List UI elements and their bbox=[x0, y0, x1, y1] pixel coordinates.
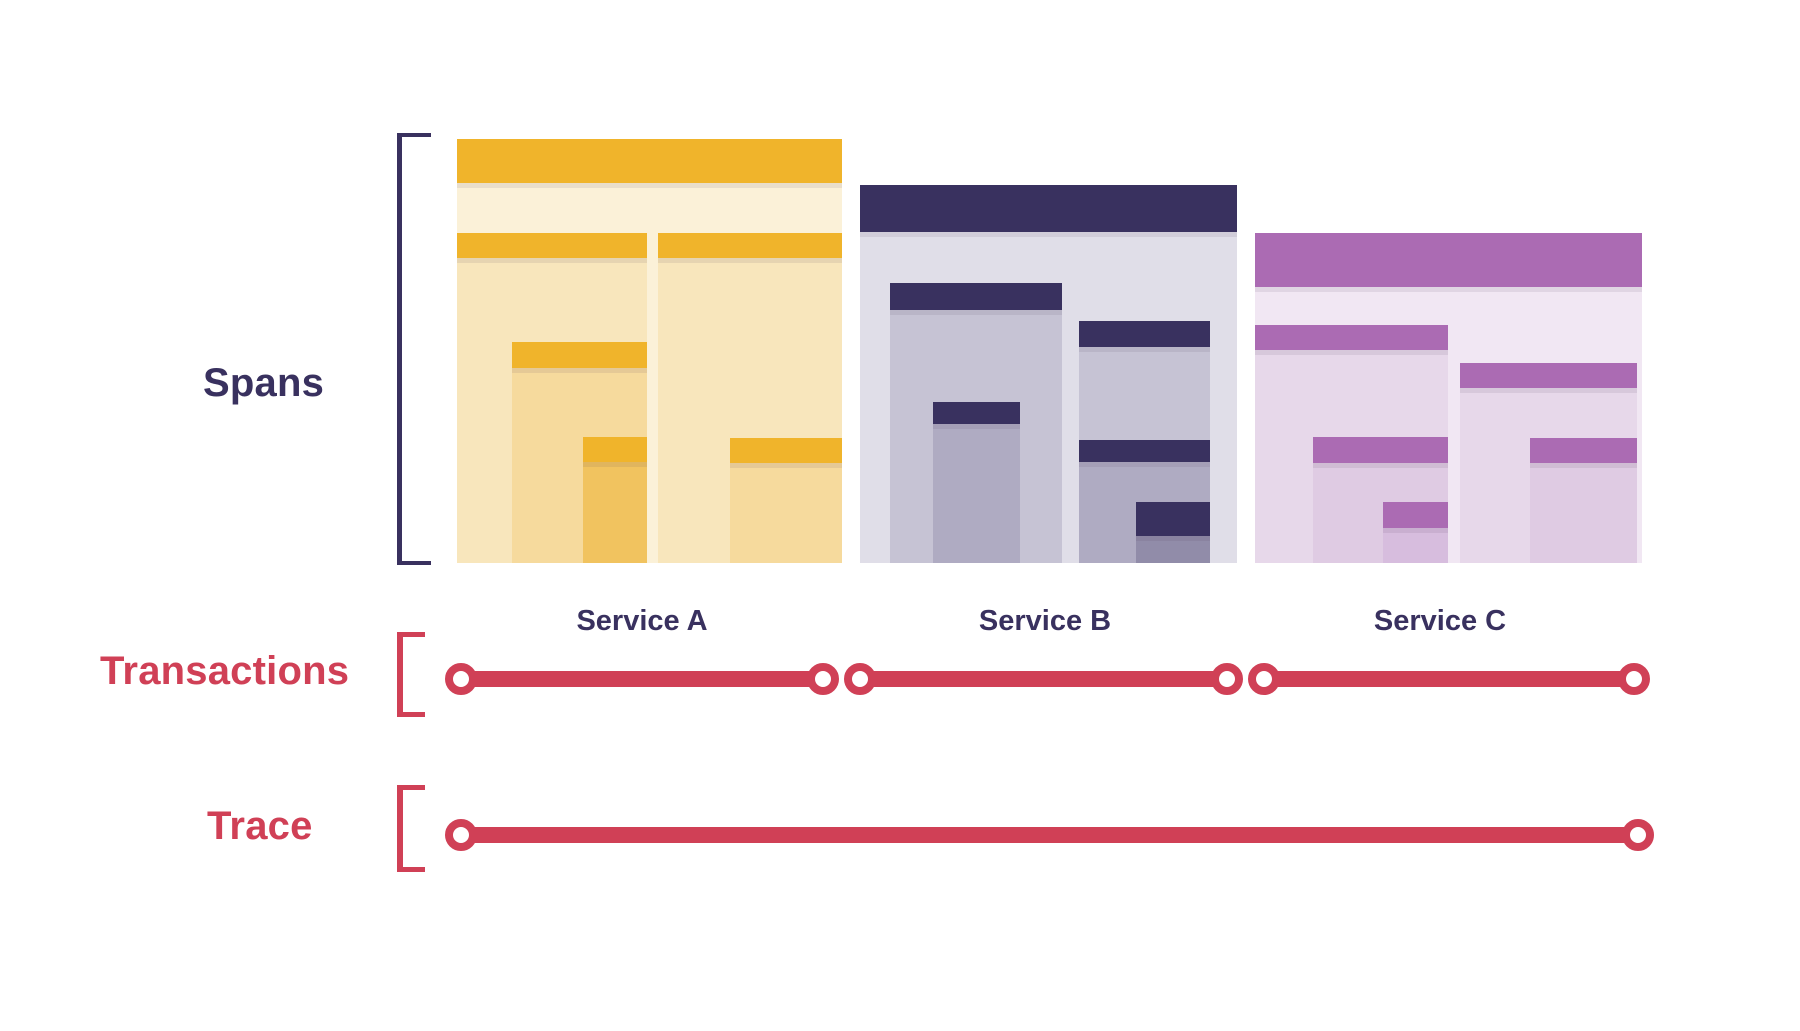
transaction-start-circle bbox=[445, 663, 477, 695]
service-c-label: Service C bbox=[1373, 605, 1507, 637]
span-bar bbox=[1460, 363, 1637, 388]
spans-label: Spans bbox=[203, 361, 325, 405]
transaction-end-circle bbox=[807, 663, 839, 695]
span-body bbox=[933, 424, 1020, 563]
transaction-start-circle bbox=[1248, 663, 1280, 695]
span-bar bbox=[890, 283, 1062, 310]
transactions-label: Transactions bbox=[100, 649, 350, 693]
span-bar bbox=[1079, 440, 1210, 462]
span-bar bbox=[1530, 438, 1637, 463]
span-bar bbox=[512, 342, 647, 368]
transactions-bracket bbox=[397, 632, 425, 717]
span-bar bbox=[457, 139, 842, 183]
transaction-start-circle bbox=[844, 663, 876, 695]
transaction-end-circle bbox=[1211, 663, 1243, 695]
trace-start-circle bbox=[445, 819, 477, 851]
span-bar bbox=[1255, 325, 1448, 350]
span-bar bbox=[1383, 502, 1448, 528]
span-bar bbox=[730, 438, 842, 463]
trace-bracket bbox=[397, 785, 425, 872]
span-body bbox=[583, 462, 647, 563]
span-bar bbox=[1079, 321, 1210, 347]
trace-end-circle bbox=[1622, 819, 1654, 851]
span-body bbox=[1383, 528, 1448, 563]
transaction-line bbox=[860, 671, 1227, 687]
span-bar bbox=[1313, 437, 1448, 463]
span-body bbox=[730, 463, 842, 563]
transaction-line bbox=[459, 671, 823, 687]
span-bar bbox=[1136, 502, 1210, 536]
span-bar bbox=[933, 402, 1020, 424]
span-bar bbox=[583, 437, 647, 462]
service-a-label: Service A bbox=[576, 605, 708, 637]
trace-line bbox=[459, 827, 1638, 843]
service-b-label: Service B bbox=[978, 605, 1112, 637]
trace-label: Trace bbox=[207, 804, 313, 848]
span-bar bbox=[860, 185, 1237, 232]
transaction-line bbox=[1264, 671, 1634, 687]
span-bar bbox=[658, 233, 842, 258]
span-bar bbox=[457, 233, 647, 258]
span-body bbox=[1530, 463, 1637, 563]
span-body bbox=[1136, 536, 1210, 563]
spans-bracket bbox=[397, 133, 431, 565]
span-bar bbox=[1255, 233, 1642, 287]
transaction-end-circle bbox=[1618, 663, 1650, 695]
